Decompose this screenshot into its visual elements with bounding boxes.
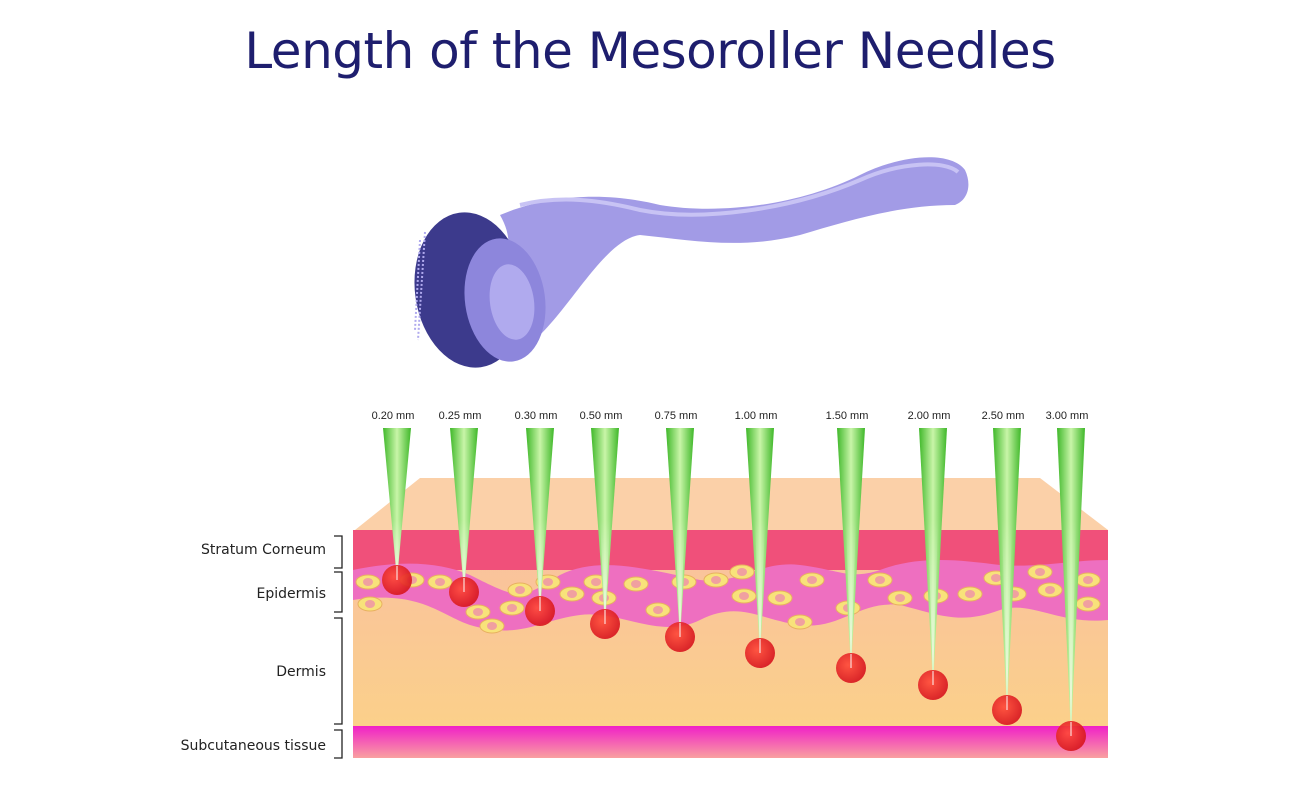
needle-tip-glow — [1002, 520, 1012, 710]
cell-nucleus — [543, 578, 553, 586]
needle-0-25-mm: 0.25 mm — [439, 410, 482, 607]
needle-tip-glow — [755, 520, 765, 653]
needle-tip-glow — [928, 520, 938, 685]
needle-2-50-mm: 2.50 mm — [982, 410, 1025, 725]
needle-0-75-mm: 0.75 mm — [655, 410, 698, 652]
needle-length-label: 3.00 mm — [1046, 410, 1089, 422]
cell-nucleus — [653, 606, 663, 614]
label-stratum-corneum: Stratum Corneum — [201, 542, 326, 558]
needle-tip-glow — [600, 520, 610, 624]
cell-nucleus — [895, 594, 905, 602]
cell-nucleus — [965, 590, 975, 598]
cell-nucleus — [515, 586, 525, 594]
needle-tip-glow — [535, 520, 545, 611]
cell-nucleus — [1035, 568, 1045, 576]
page-title: Length of the Mesoroller Needles — [244, 22, 1056, 80]
mesoroller-illustration — [414, 157, 969, 368]
bracket — [334, 571, 343, 613]
subcutaneous-layer — [353, 726, 1108, 758]
needle-length-label: 1.50 mm — [826, 410, 869, 422]
bracket — [334, 617, 343, 725]
cell-nucleus — [875, 576, 885, 584]
needle-0-50-mm: 0.50 mm — [580, 410, 623, 639]
cell-nucleus — [365, 600, 375, 608]
needle-length-label: 2.00 mm — [908, 410, 951, 422]
cell-nucleus — [1045, 586, 1055, 594]
cell-nucleus — [567, 590, 577, 598]
label-epidermis: Epidermis — [257, 586, 326, 602]
needle-tip-glow — [459, 520, 469, 592]
needle-3-00-mm: 3.00 mm — [1046, 410, 1089, 751]
cell-nucleus — [807, 576, 817, 584]
cell-nucleus — [1083, 576, 1093, 584]
needle-length-label: 2.50 mm — [982, 410, 1025, 422]
cell-nucleus — [507, 604, 517, 612]
needle-0-20-mm: 0.20 mm — [372, 410, 415, 595]
label-subcutaneous: Subcutaneous tissue — [181, 738, 326, 754]
bracket — [334, 535, 343, 569]
needles: 0.20 mm 0.25 mm 0.30 mm 0.50 mm 0.75 mm 1.00 … — [372, 410, 1089, 751]
needle-length-label: 0.20 mm — [372, 410, 415, 422]
cell-nucleus — [795, 618, 805, 626]
cell-nucleus — [775, 594, 785, 602]
bracket — [334, 729, 343, 759]
needle-1-00-mm: 1.00 mm — [735, 410, 778, 668]
needle-length-label: 1.00 mm — [735, 410, 778, 422]
needle-tip-glow — [392, 520, 402, 580]
cell-nucleus — [737, 568, 747, 576]
cell-nucleus — [631, 580, 641, 588]
cell-nucleus — [711, 576, 721, 584]
needle-tip-glow — [846, 520, 856, 668]
cell-nucleus — [591, 578, 601, 586]
needle-shape — [526, 428, 554, 611]
needle-shape — [383, 428, 411, 580]
needle-2-00-mm: 2.00 mm — [908, 410, 951, 700]
cell-nucleus — [435, 578, 445, 586]
cell-nucleus — [1083, 600, 1093, 608]
cell-nucleus — [991, 574, 1001, 582]
needle-tip-glow — [675, 520, 685, 637]
needle-1-50-mm: 1.50 mm — [826, 410, 869, 683]
needle-shape — [450, 428, 478, 592]
needle-length-label: 0.25 mm — [439, 410, 482, 422]
label-dermis: Dermis — [276, 664, 326, 680]
needle-length-label: 0.30 mm — [515, 410, 558, 422]
needle-length-label: 0.50 mm — [580, 410, 623, 422]
cell-nucleus — [363, 578, 373, 586]
needle-length-label: 0.75 mm — [655, 410, 698, 422]
layer-labels: Stratum Corneum Epidermis Dermis Subcuta… — [181, 535, 343, 759]
needle-0-30-mm: 0.30 mm — [515, 410, 558, 626]
needle-tip-glow — [1066, 520, 1076, 736]
cell-nucleus — [487, 622, 497, 630]
cell-nucleus — [739, 592, 749, 600]
cell-nucleus — [473, 608, 483, 616]
